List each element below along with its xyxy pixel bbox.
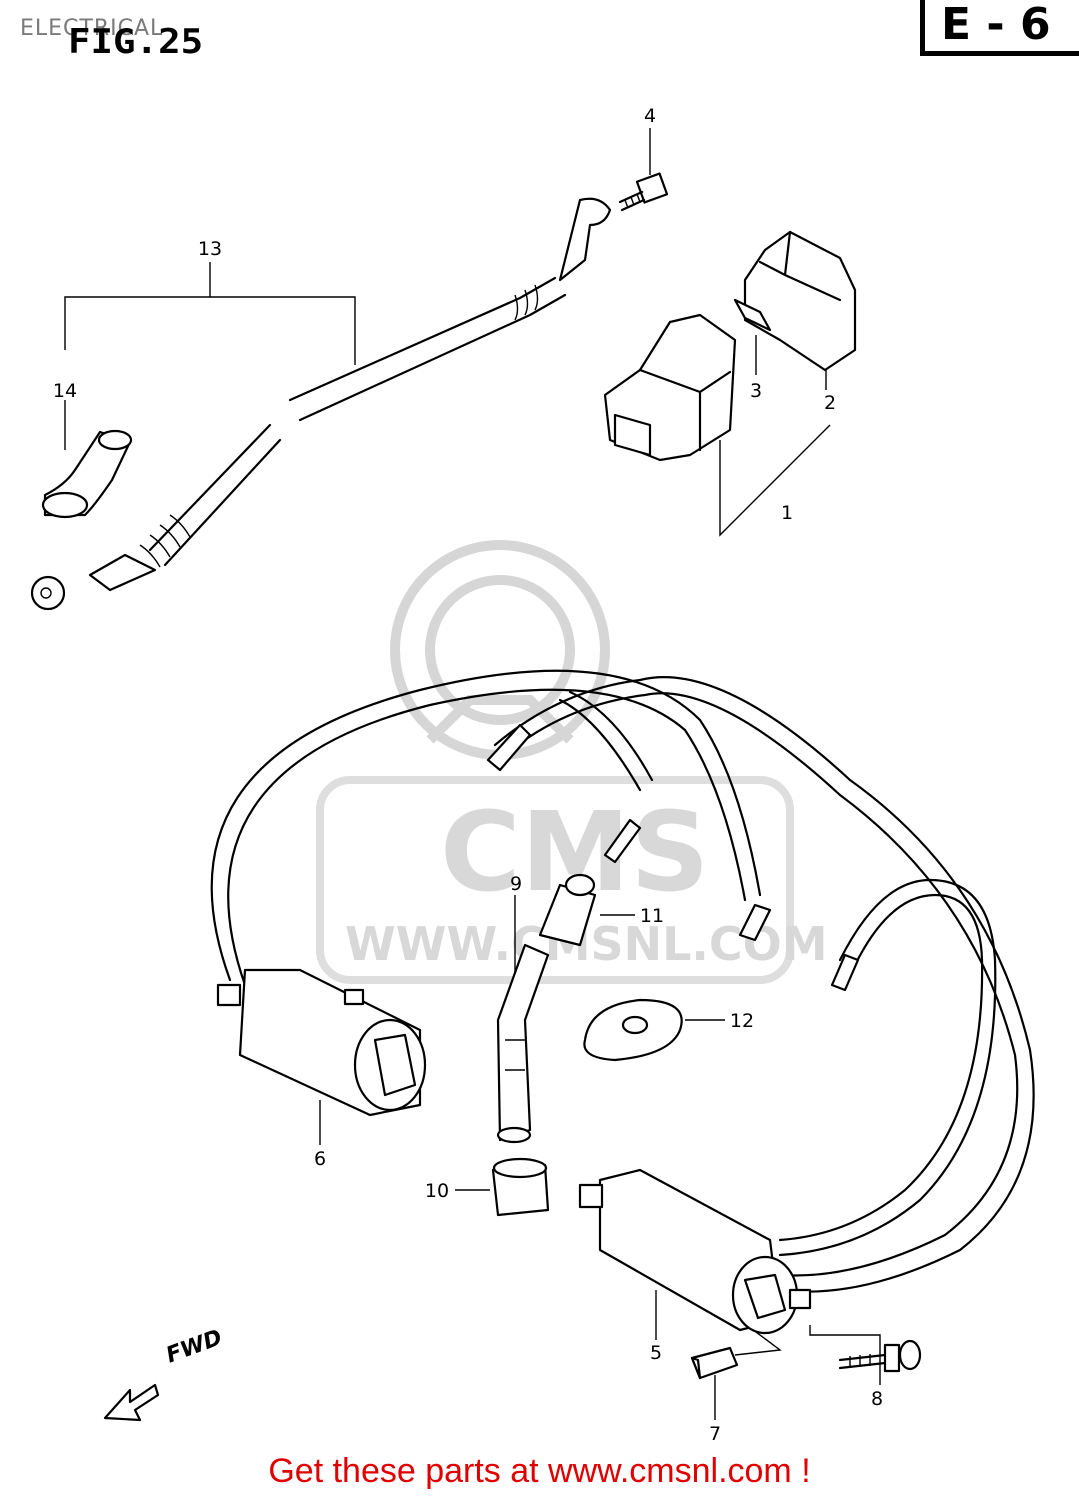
part-1-connector [603,313,737,462]
leader-lines [64,128,881,1420]
high-tension-leads [210,669,1035,1293]
callout-1: 1 [780,502,794,524]
callout-10: 10 [424,1180,450,1202]
part-14-rubber-cap [41,429,133,519]
callout-13: 13 [197,238,223,260]
callout-4: 4 [643,105,657,127]
part-10-cap [491,1157,550,1217]
callout-11: 11 [639,905,665,927]
part-8-bolt [838,1339,922,1373]
part-4-bolt [618,172,669,212]
part-2-connector [733,230,857,372]
section-code: E - 6 [920,0,1079,56]
part-12-grommet [583,998,683,1062]
callout-9: 9 [509,873,523,895]
callout-7: 7 [708,1423,722,1445]
callout-8: 8 [870,1388,884,1410]
part-7-spacer [690,1346,739,1380]
callout-3: 3 [749,380,763,402]
callout-14: 14 [52,380,78,402]
forward-arrow-icon [103,1383,160,1422]
footer-link-text[interactable]: Get these parts at www.cmsnl.com ! [268,1452,811,1490]
part-9-plug-cap [496,943,550,1144]
part-6-ignition-coil [216,968,427,1117]
callout-5: 5 [649,1342,663,1364]
part-5-ignition-coil [578,1168,812,1335]
figure-number: FIG.25 [68,22,204,62]
part-11-cap [538,873,597,947]
callout-2: 2 [823,392,837,414]
part-13-ground-wire [30,197,612,611]
callout-12: 12 [729,1010,755,1032]
callout-6: 6 [313,1148,327,1170]
page-title: ELECTRICAL [20,16,164,41]
